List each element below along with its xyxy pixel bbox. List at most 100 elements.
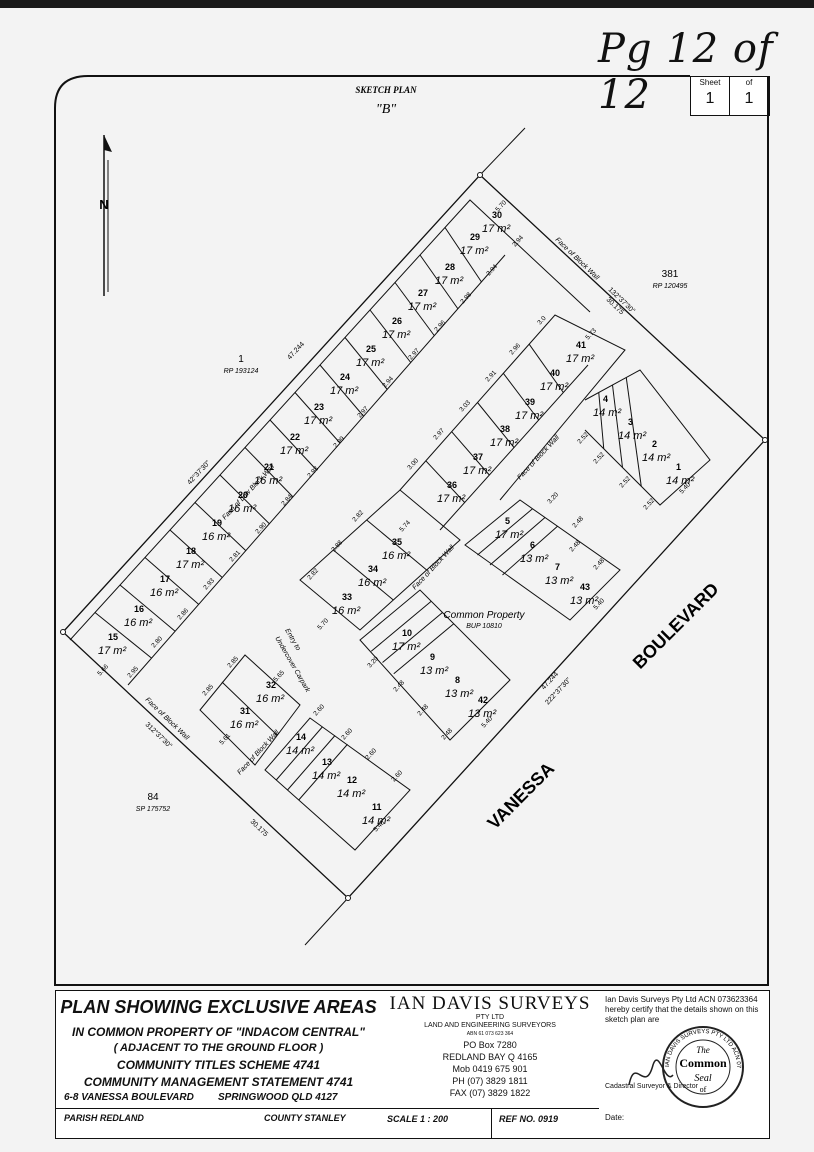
area-number: 1 [676, 462, 681, 472]
dimension-label: 2.97 [407, 347, 421, 361]
dimension-label: 2.84 [280, 493, 294, 507]
area-divider [144, 557, 200, 605]
dimension-label: 2.85 [201, 683, 215, 697]
area-size: 17 m² [280, 445, 308, 457]
firm-town: REDLAND BAY Q 4165 [442, 1052, 538, 1062]
area-divider [382, 612, 443, 663]
title-block-mid: IAN DAVIS SURVEYS PTY LTD LAND AND ENGIN… [381, 990, 600, 1139]
area-divider [275, 726, 323, 781]
parish: PARISH REDLAND [64, 1113, 144, 1123]
title-block-right: Ian Davis Surveys Pty Ltd ACN 073623364 … [599, 990, 770, 1139]
county: COUNTY STANLEY [264, 1113, 346, 1123]
dimension-label: 5.70 [316, 617, 330, 631]
area-number: 36 [447, 480, 457, 490]
area-divider [625, 377, 642, 487]
dimension-label: 2.82 [306, 567, 320, 581]
area-number: 38 [500, 424, 510, 434]
address: 6-8 VANESSA BOULEVARD [64, 1092, 194, 1103]
area-size: 16 m² [124, 617, 152, 629]
north-label: N [99, 197, 108, 212]
area-size: 16 m² [358, 577, 386, 589]
area-size: 14 m² [666, 475, 694, 487]
area-number: 32 [266, 680, 276, 690]
area-divider [294, 392, 341, 444]
area-number: 43 [580, 582, 590, 592]
area-size: 17 m² [460, 245, 488, 257]
dimension-label: 2.96 [433, 319, 447, 333]
plan-line-4: COMMUNITY MANAGEMENT STATEMENT 4741 [83, 1075, 354, 1089]
dimension-label: 5.61 [218, 732, 232, 746]
dimension-label: 5.65 [272, 669, 286, 683]
area-number: 3 [628, 417, 633, 427]
area-size: 17 m² [98, 645, 126, 657]
dimension-label: 2.48 [571, 515, 585, 529]
area-size: 16 m² [332, 605, 360, 617]
dimension-label: 2.60 [390, 769, 404, 783]
area-number: 24 [340, 372, 350, 382]
area-number: 8 [455, 675, 460, 685]
area-divider [477, 508, 533, 556]
sheet-label: Sheet [699, 78, 721, 87]
dimension-label: 5.74 [398, 519, 412, 533]
wall-label: Face of Block Wall [144, 696, 191, 742]
distance-label: 47.244 [286, 341, 306, 362]
sheet-number: 1 [705, 90, 715, 107]
scale: SCALE 1 : 200 [387, 1114, 449, 1124]
surveyor-role: Cadastral Surveyor & Director [605, 1083, 698, 1090]
dimension-label: 2.88 [330, 539, 344, 553]
area-divider [169, 529, 223, 578]
dimension-label: 2.90 [254, 521, 268, 535]
wall-label: Face of Block Wall [554, 236, 601, 282]
wall-label: Face of Block Wall [411, 544, 456, 591]
area-size: 17 m² [408, 301, 436, 313]
area-divider [502, 373, 540, 421]
area-number: 17 [160, 574, 170, 584]
top-border [0, 0, 814, 8]
dimension-label: 2.97 [432, 427, 446, 441]
area-number: 35 [392, 537, 402, 547]
neighbour-lot-84: 84 [147, 792, 159, 803]
sketch-sub: "B" [376, 102, 396, 117]
firm-phone: PH (07) 3829 1811 [452, 1076, 528, 1086]
area-size: 13 m² [468, 708, 496, 720]
area-number: 13 [322, 757, 332, 767]
area-number: 31 [240, 706, 250, 716]
seal-top: The [696, 1045, 710, 1055]
neighbour-plan-1: RP 193124 [224, 368, 259, 375]
firm-name: IAN DAVIS SURVEYS [389, 993, 591, 1014]
of-number: 1 [744, 90, 754, 107]
divider [381, 1108, 599, 1109]
area-number: 6 [530, 540, 535, 550]
area-divider [425, 460, 466, 503]
dimension-label: 2.80 [150, 635, 164, 649]
sheet-cell: Sheet 1 [691, 77, 730, 115]
area-size: 13 m² [445, 688, 473, 700]
area-size: 14 m² [362, 815, 390, 827]
dimension-label: 5.70 [494, 199, 508, 213]
dimension-label: 3.0 [536, 315, 548, 327]
area-number: 20 [238, 490, 248, 500]
area-number: 11 [372, 802, 382, 812]
street-boulevard: BOULEVARD [629, 579, 723, 673]
of-label: of [745, 78, 753, 87]
dimension-label: 2.60 [364, 747, 378, 761]
firm-pty: PTY LTD [475, 1014, 505, 1021]
area-size: 14 m² [618, 430, 646, 442]
area-divider [298, 743, 348, 801]
area-divider [419, 254, 459, 310]
dimension-label: 2.94 [485, 263, 499, 277]
seal-of: of [700, 1085, 707, 1094]
area-divider [370, 600, 432, 652]
area-size: 14 m² [312, 770, 340, 782]
area-number: 29 [470, 232, 480, 242]
area-size: 14 m² [286, 745, 314, 757]
area-size: 17 m² [330, 385, 358, 397]
area-size: 16 m² [382, 550, 410, 562]
area-size: 17 m² [515, 410, 543, 422]
area-number: 9 [430, 652, 435, 662]
dimension-label: 2.95 [126, 665, 140, 679]
dimension-label: 2.86 [176, 607, 190, 621]
area-number: 22 [290, 432, 300, 442]
area-size: 17 m² [495, 529, 523, 541]
plan-line-2: ( ADJACENT TO THE GROUND FLOOR ) [113, 1042, 324, 1054]
